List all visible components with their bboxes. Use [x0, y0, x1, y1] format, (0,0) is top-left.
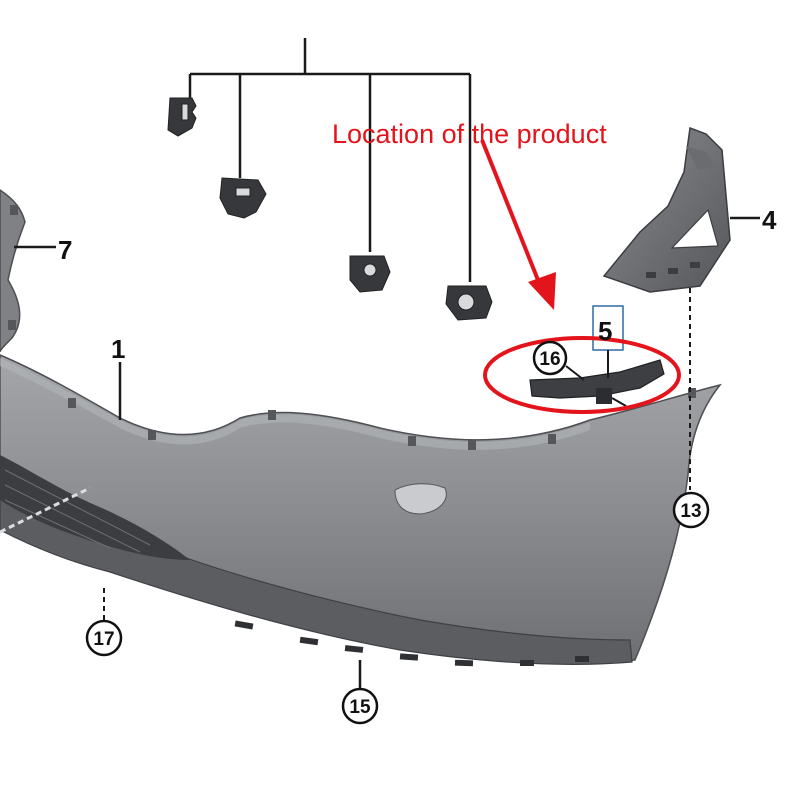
clip-b	[219, 177, 267, 219]
bumper-cover	[0, 189, 722, 667]
callout-17-circle	[85, 619, 123, 657]
leader-5b	[611, 397, 627, 407]
callout-15-circle	[341, 687, 379, 725]
callout-4: 4	[762, 205, 777, 235]
clip-leader-tree	[188, 38, 472, 282]
callout-13-circle	[672, 491, 710, 529]
highlighted-bracket	[529, 359, 665, 404]
clip-c	[349, 255, 391, 293]
callout-17: 17	[93, 629, 114, 650]
leader-16	[565, 365, 585, 381]
callout-13: 13	[680, 501, 701, 522]
highlight-ellipse	[483, 336, 681, 414]
callout-16: 16	[539, 349, 560, 370]
pointer-arrow	[480, 139, 556, 310]
callout-15: 15	[349, 697, 371, 718]
callout-1: 1	[111, 334, 125, 364]
callout-5: 5	[598, 316, 612, 346]
clip-d	[445, 285, 493, 321]
annotation-text: Location of the product	[332, 119, 607, 149]
callout-16-circle	[532, 340, 568, 376]
side-bracket	[602, 126, 731, 293]
callout-7: 7	[58, 235, 72, 265]
clip-a	[167, 97, 197, 137]
